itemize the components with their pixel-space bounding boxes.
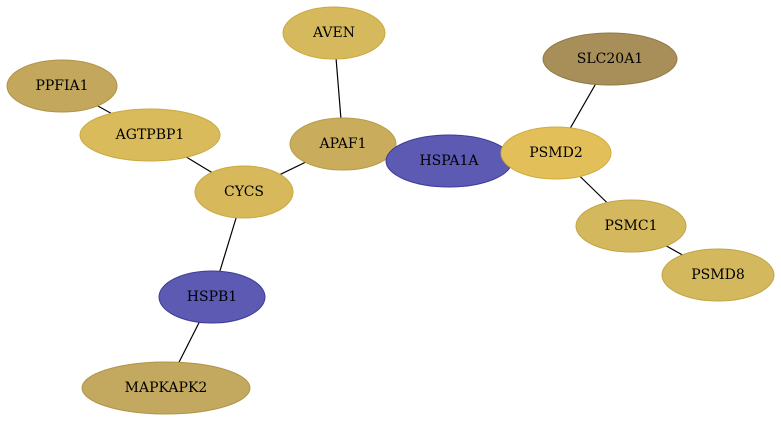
node-hspb1[interactable]: HSPB1 [158,270,266,324]
node-ellipse-slc20a1 [542,32,678,86]
node-psmd2[interactable]: PSMD2 [500,126,612,180]
node-agtpbp1[interactable]: AGTPBP1 [79,108,221,162]
node-label-mapkapk2: MAPKAPK2 [125,380,208,396]
node-label-psmc1: PSMC1 [605,218,658,234]
node-label-hspb1: HSPB1 [187,289,237,305]
node-ppfia1[interactable]: PPFIA1 [6,59,118,113]
node-ellipse-mapkapk2 [81,361,251,415]
node-ellipse-psmd2 [500,126,612,180]
node-ellipse-psmc1 [575,199,687,253]
node-label-agtpbp1: AGTPBP1 [115,127,185,143]
node-label-cycs: CYCS [224,184,264,200]
node-psmd8[interactable]: PSMD8 [661,248,775,302]
node-ellipse-agtpbp1 [79,108,221,162]
node-label-ppfia1: PPFIA1 [35,78,88,94]
node-label-apaf1: APAF1 [319,136,367,152]
node-ellipse-ppfia1 [6,59,118,113]
node-cycs[interactable]: CYCS [194,165,294,219]
node-mapkapk2[interactable]: MAPKAPK2 [81,361,251,415]
node-ellipse-hspb1 [158,270,266,324]
node-ellipse-psmd8 [661,248,775,302]
node-label-hspa1a: HSPA1A [419,153,479,169]
node-aven[interactable]: AVEN [282,6,386,60]
node-ellipse-cycs [194,165,294,219]
node-label-psmd8: PSMD8 [691,267,744,283]
node-ellipse-apaf1 [289,117,397,171]
node-label-psmd2: PSMD2 [529,145,582,161]
node-hspa1a[interactable]: HSPA1A [385,134,513,188]
node-psmc1[interactable]: PSMC1 [575,199,687,253]
node-label-aven: AVEN [312,25,355,41]
node-apaf1[interactable]: APAF1 [289,117,397,171]
node-ellipse-aven [282,6,386,60]
node-slc20a1[interactable]: SLC20A1 [542,32,678,86]
node-label-slc20a1: SLC20A1 [577,51,643,67]
